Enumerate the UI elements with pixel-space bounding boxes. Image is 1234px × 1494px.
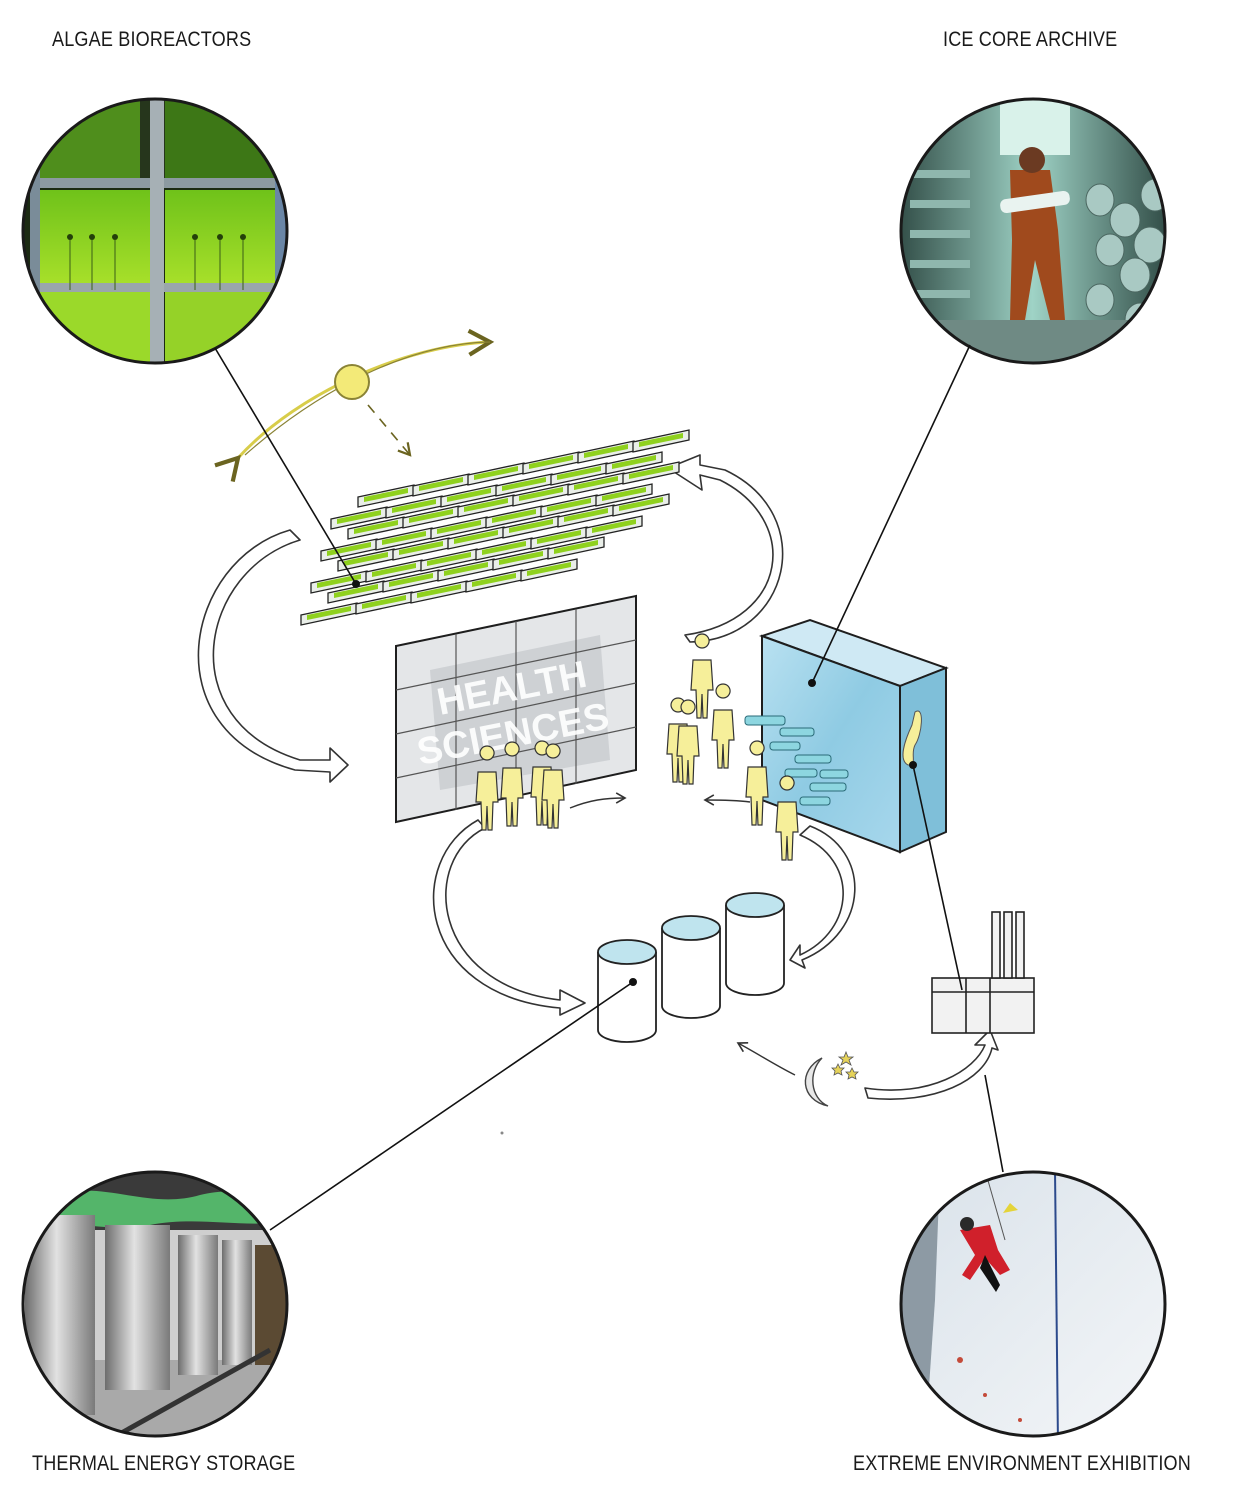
algae-panel-stack (301, 430, 689, 625)
lower-left-flow-arrow (434, 820, 585, 1015)
left-flow-arrow (198, 530, 348, 782)
sun-path (238, 342, 490, 458)
storage-tanks (598, 893, 784, 1042)
algae-photo-circle (20, 95, 290, 365)
right-flow-arrow (668, 455, 783, 642)
sun-icon (335, 365, 369, 399)
moon-stars-icon (805, 1052, 858, 1106)
person-silhouette (712, 684, 734, 768)
thermal-storage-photo-circle (20, 1170, 295, 1450)
tank-2 (662, 916, 720, 1018)
ice-cube-block (745, 620, 946, 852)
lower-right-flow-arrow (790, 826, 855, 968)
exhibition-building (932, 912, 1034, 1033)
extreme-environment-photo-circle (895, 1170, 1170, 1445)
tank-3 (726, 893, 784, 995)
ice-core-photo-circle (895, 95, 1170, 370)
stray-dot (501, 1132, 504, 1135)
tank-1 (598, 940, 656, 1042)
bottom-flow-arrow (865, 1030, 998, 1099)
